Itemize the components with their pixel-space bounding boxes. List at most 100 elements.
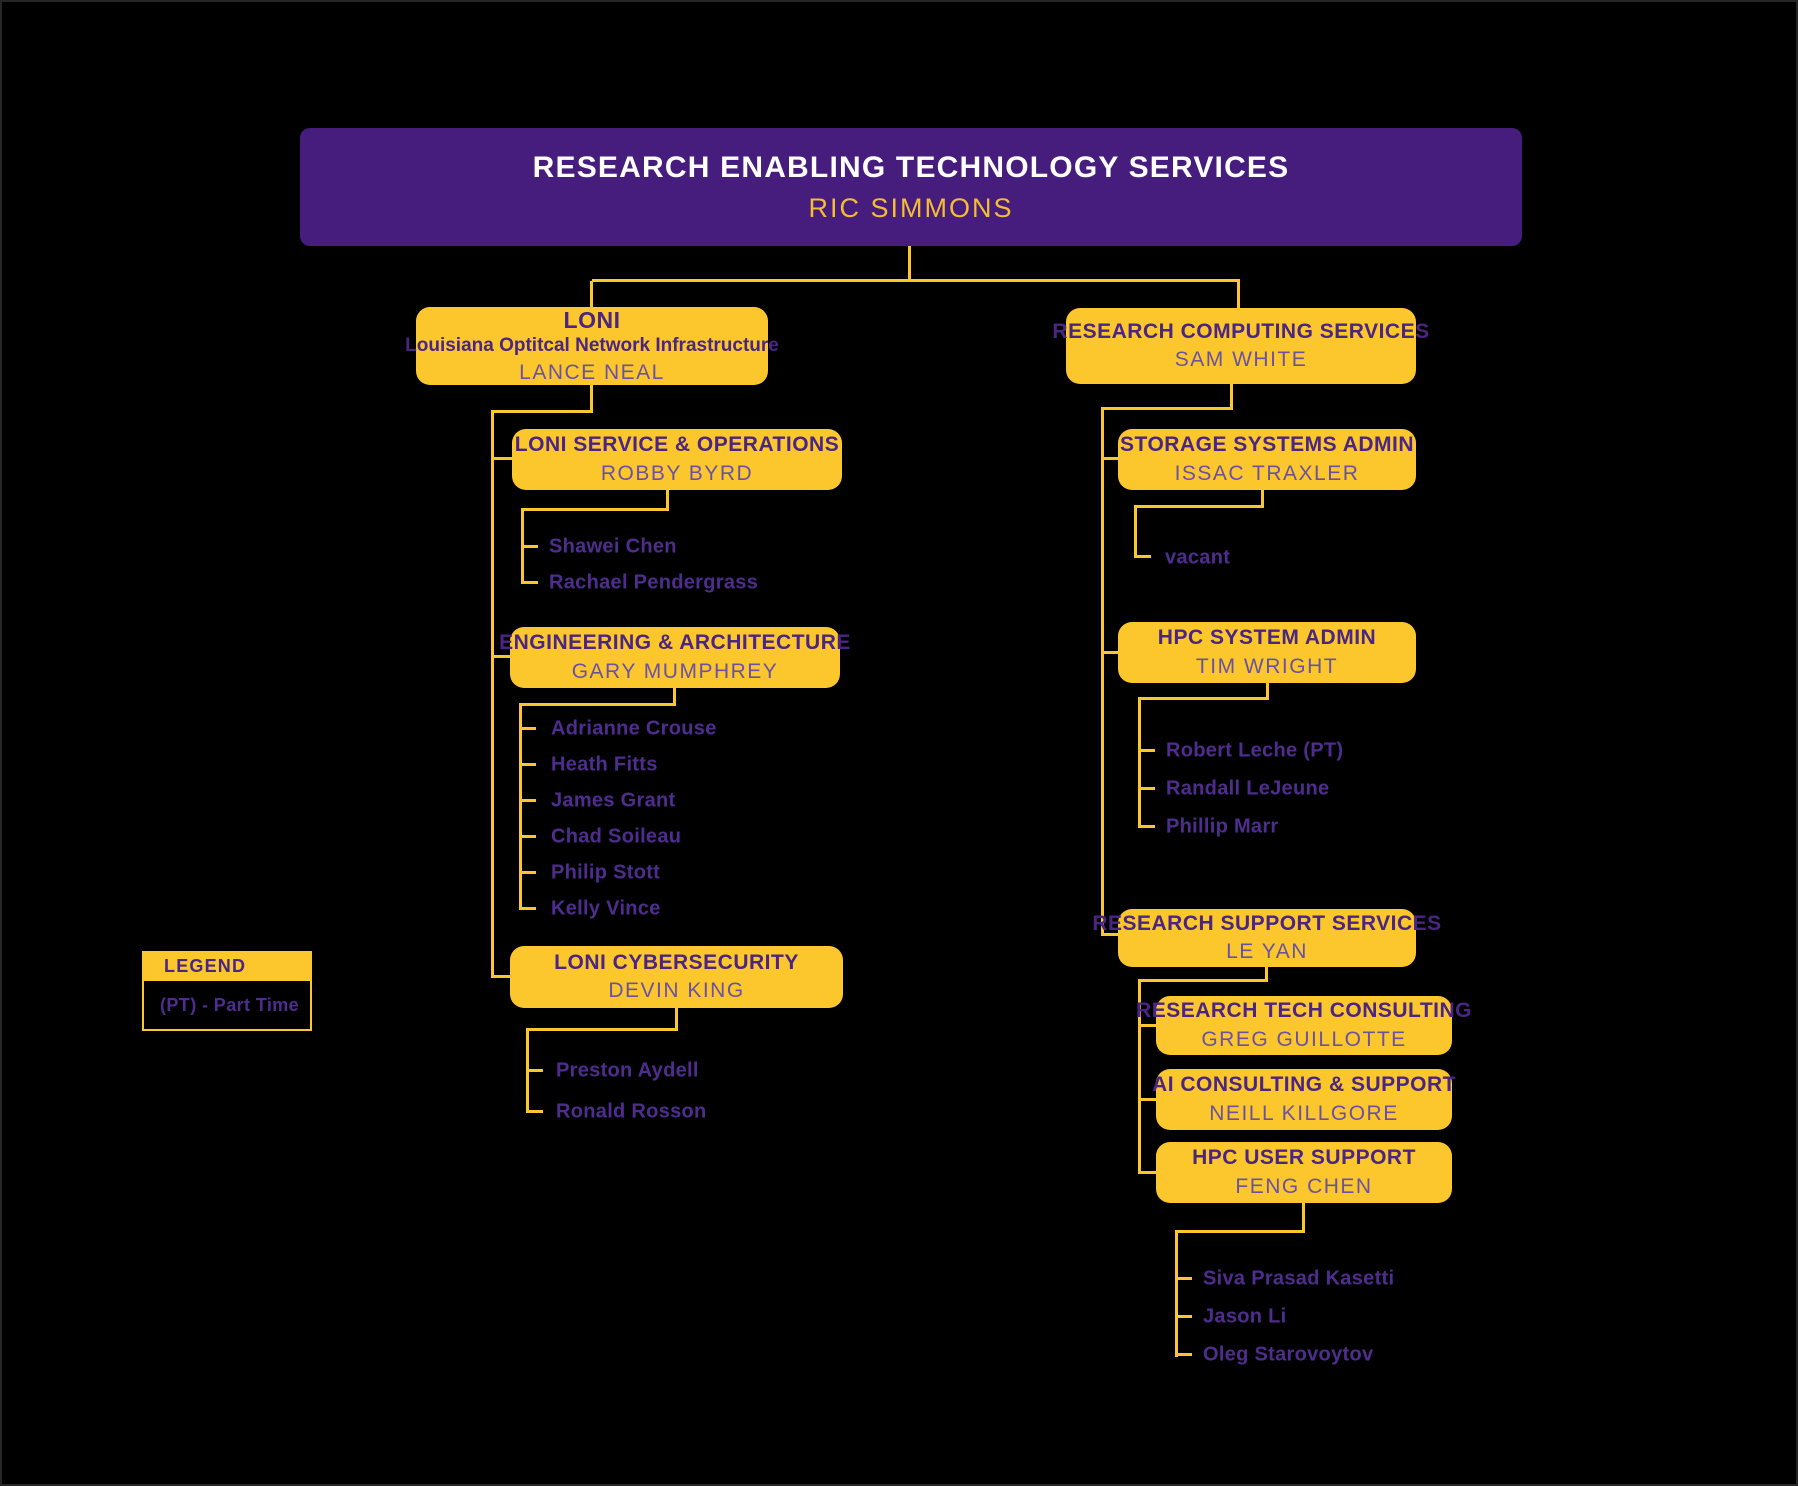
node-manager: LE YAN [1226,940,1308,963]
node-manager: GARY MUMPHREY [571,659,779,683]
connector-line [526,1028,529,1113]
connector-line [1101,407,1104,936]
org-node-research-tech-consulting: RESEARCH TECH CONSULTING GREG GUILLOTTE [1136,996,1471,1055]
node-subtitle: Louisiana Optitcal Network Infrastructur… [405,335,779,357]
staff-name: Rachael Pendergrass [549,571,759,594]
staff-name: Siva Prasad Kasetti [1203,1267,1395,1290]
staff-name: Oleg Starovoytov [1203,1343,1374,1366]
node-manager: GREG GUILLOTTE [1201,1027,1407,1051]
staff-name: Randall LeJeune [1166,777,1330,800]
staff-name: Phillip Marr [1166,815,1279,838]
connector-line [675,1008,678,1031]
connector-line [1266,683,1269,700]
connector-line [1141,749,1155,752]
node-title: LONI SERVICE & OPERATIONS [514,433,840,457]
node-manager: ROBBY BYRD [600,461,754,485]
connector-line [522,907,536,910]
staff-name: Shawei Chen [549,535,677,558]
connector-line [1178,1315,1192,1318]
org-node-hpc-user-support: HPC USER SUPPORT FENG CHEN [1156,1142,1452,1203]
org-node-research-support: RESEARCH SUPPORT SERVICES LE YAN [1092,909,1441,967]
connector-line [521,508,669,511]
connector-line [1141,787,1155,790]
node-title: RESEARCH ENABLING TECHNOLOGY SERVICES [532,150,1290,184]
node-title: STORAGE SYSTEMS ADMIN [1119,433,1415,457]
connector-line [522,799,536,802]
node-title: RESEARCH TECH CONSULTING [1136,999,1472,1023]
connector-line [1104,933,1118,936]
connector-line [1138,979,1268,982]
node-title: RESEARCH SUPPORT SERVICES [1092,911,1442,935]
connector-line [522,835,536,838]
connector-line [1175,1230,1305,1233]
connector-line [1134,505,1264,508]
connector-line [1141,1024,1156,1027]
connector-line [494,457,512,460]
legend-header: LEGEND [142,951,312,981]
connector-line [529,1110,543,1113]
org-node-engineering-architecture: ENGINEERING & ARCHITECTURE GARY MUMPHREY [499,627,850,688]
node-manager: DEVIN KING [608,979,745,1002]
node-manager: ISSAC TRAXLER [1174,461,1360,485]
connector-line [522,763,536,766]
connector-line [1104,457,1118,460]
connector-line [521,508,524,584]
connector-line [491,410,593,413]
staff-name: Adrianne Crouse [551,717,717,740]
staff-name: Philip Stott [551,861,661,884]
staff-name: Ronald Rosson [556,1100,707,1123]
connector-line [491,410,494,978]
staff-name: Kelly Vince [551,897,661,920]
staff-name: James Grant [551,789,676,812]
connector-line [1265,967,1268,982]
connector-line [519,703,522,910]
connector-line [1138,979,1141,1174]
connector-line [524,581,538,584]
node-manager: NEILL KILLGORE [1209,1101,1399,1125]
staff-name: vacant [1165,546,1231,569]
connector-line [1237,281,1240,308]
connector-line [1138,697,1141,828]
node-title: LONI CYBERSECURITY [554,950,799,974]
org-node-loni-service-ops: LONI SERVICE & OPERATIONS ROBBY BYRD [512,429,842,490]
connector-line [590,385,593,412]
connector-line [592,279,1240,282]
connector-line [1302,1203,1305,1233]
connector-line [1141,825,1155,828]
org-node-loni: LONI Louisiana Optitcal Network Infrastr… [405,307,779,385]
staff-name: Heath Fitts [551,753,658,776]
node-title: ENGINEERING & ARCHITECTURE [499,631,851,655]
connector-line [1178,1277,1192,1280]
connector-line [522,727,536,730]
node-manager: SAM WHITE [1174,348,1308,371]
org-node-hpc-system-admin: HPC SYSTEM ADMIN TIM WRIGHT [1118,622,1416,683]
connector-line [524,545,538,548]
org-node-storage-systems: STORAGE SYSTEMS ADMIN ISSAC TRAXLER [1118,429,1416,490]
connector-line [1101,407,1233,410]
connector-line [1178,1353,1192,1356]
connector-line [494,975,510,978]
connector-line [908,246,911,282]
connector-line [1141,1098,1156,1101]
node-manager: TIM WRIGHT [1195,654,1339,678]
connector-line [494,655,510,658]
org-node-ai-consulting: AI CONSULTING & SUPPORT NEILL KILLGORE [1152,1069,1455,1130]
node-manager: LANCE NEAL [519,361,665,385]
node-title: HPC SYSTEM ADMIN [1157,626,1377,650]
node-title: HPC USER SUPPORT [1192,1146,1416,1170]
org-node-root: RESEARCH ENABLING TECHNOLOGY SERVICES RI… [300,128,1522,246]
connector-line [1175,1230,1178,1357]
connector-line [1104,651,1118,654]
connector-line [1138,697,1269,700]
org-node-research-computing: RESEARCH COMPUTING SERVICES SAM WHITE [1052,308,1429,384]
staff-name: Robert Leche (PT) [1166,739,1344,762]
connector-line [1230,384,1233,410]
connector-line [519,703,676,706]
legend-note: (PT) - Part Time [142,979,312,1031]
staff-name: Chad Soileau [551,825,682,848]
connector-line [1141,1171,1156,1174]
connector-line [1261,490,1264,508]
node-manager: RIC SIMMONS [808,192,1014,223]
connector-line [1134,505,1137,558]
